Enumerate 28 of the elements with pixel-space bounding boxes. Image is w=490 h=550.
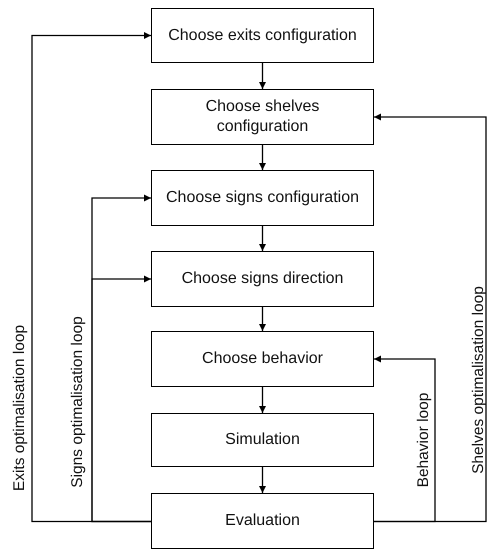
process-box <box>151 251 374 307</box>
edge-label: Exits optimalisation loop <box>11 324 29 492</box>
process-box <box>151 331 374 387</box>
process-box <box>151 413 374 467</box>
arrow <box>374 356 436 522</box>
box-label: Evaluation <box>225 511 300 531</box>
process-box <box>151 170 374 226</box>
arrow <box>91 276 151 522</box>
arrow <box>374 114 487 522</box>
box-label: Choose behavior <box>202 349 323 369</box>
process-box <box>151 8 374 63</box>
arrow <box>259 387 266 413</box>
edge-label: Signs optimalisation loop <box>69 316 87 488</box>
box-label: Choose signs direction <box>182 269 344 289</box>
arrow <box>259 467 266 493</box>
arrow <box>259 145 266 170</box>
arrow <box>259 63 266 89</box>
arrow <box>259 226 266 251</box>
process-box <box>151 89 374 145</box>
arrow <box>31 32 151 522</box>
box-label: Choose exits configuration <box>168 26 357 46</box>
edge-label: Behavior loop <box>415 392 433 488</box>
box-label: Choose signs configuration <box>166 188 359 208</box>
edge-label: Shelves optimalisation loop <box>470 286 488 474</box>
box-label: Choose shelves configuration <box>204 97 320 137</box>
box-label: Simulation <box>225 430 300 450</box>
process-box <box>151 493 374 549</box>
arrow <box>259 307 266 331</box>
